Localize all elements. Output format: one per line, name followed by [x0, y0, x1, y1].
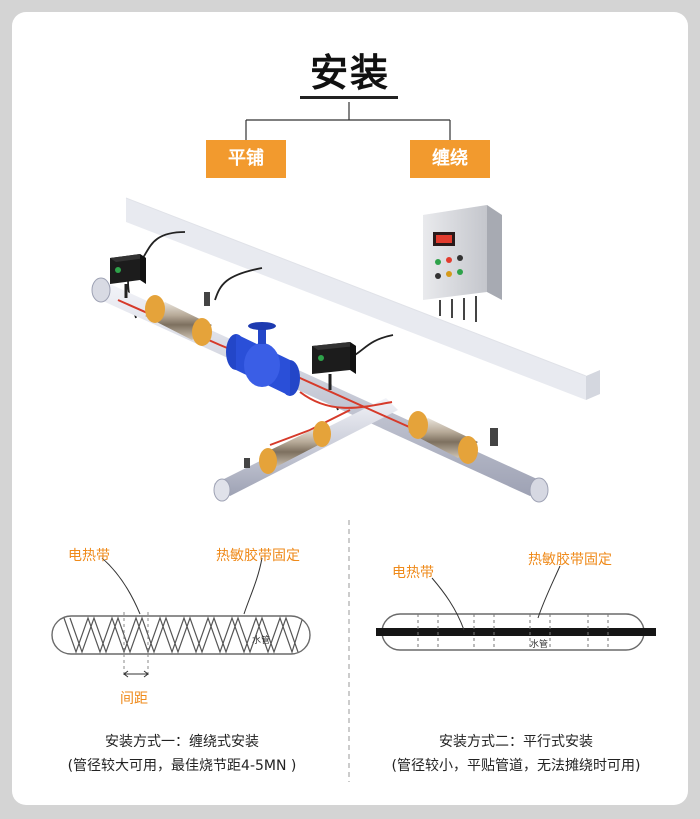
wrap-caption: 安装方式一：缠绕式安装 (管径较大可用，最佳烧节距4-5MN )	[12, 730, 352, 778]
wrap-caption-title: 安装方式一：缠绕式安装	[105, 734, 259, 750]
tree-connector	[245, 102, 451, 140]
wrap-heater-label: 电热带	[68, 548, 110, 564]
sensor-probe	[204, 292, 498, 468]
parallel-heater-label: 电热带	[392, 565, 434, 581]
wrap-pipe-label: 水管	[252, 636, 271, 646]
wrap-diagram	[51, 557, 311, 678]
pipe-sleeve	[408, 411, 478, 464]
parallel-pipe-label: 水管	[530, 640, 549, 650]
parallel-caption-note: (管径较小，平贴管道，无法摊绕时可用)	[391, 758, 641, 774]
method-badge-flat: 平铺	[206, 140, 286, 178]
parallel-caption: 安装方式二：平行式安装 (管径较小，平贴管道，无法摊绕时可用)	[346, 730, 686, 778]
support-beam	[125, 194, 600, 400]
parallel-diagram	[376, 565, 656, 651]
thermostat-box-icon	[110, 254, 146, 298]
wrap-caption-note: (管径较大可用，最佳烧节距4-5MN )	[67, 758, 297, 774]
pipe-sleeve	[259, 421, 331, 474]
pipe-sleeve	[145, 295, 212, 346]
control-box-icon	[423, 205, 502, 322]
wrap-spacing-label: 间距	[120, 691, 148, 707]
thermostat-box-icon	[312, 342, 356, 390]
parallel-tape-label: 热敏胶带固定	[528, 552, 612, 568]
title-underline	[300, 96, 398, 99]
wrap-tape-label: 热敏胶带固定	[216, 548, 300, 564]
method-badge-wrap: 缠绕	[410, 140, 490, 178]
page-title: 安装	[309, 51, 390, 95]
parallel-caption-title: 安装方式二：平行式安装	[439, 734, 593, 750]
gate-valve-icon	[226, 322, 300, 396]
